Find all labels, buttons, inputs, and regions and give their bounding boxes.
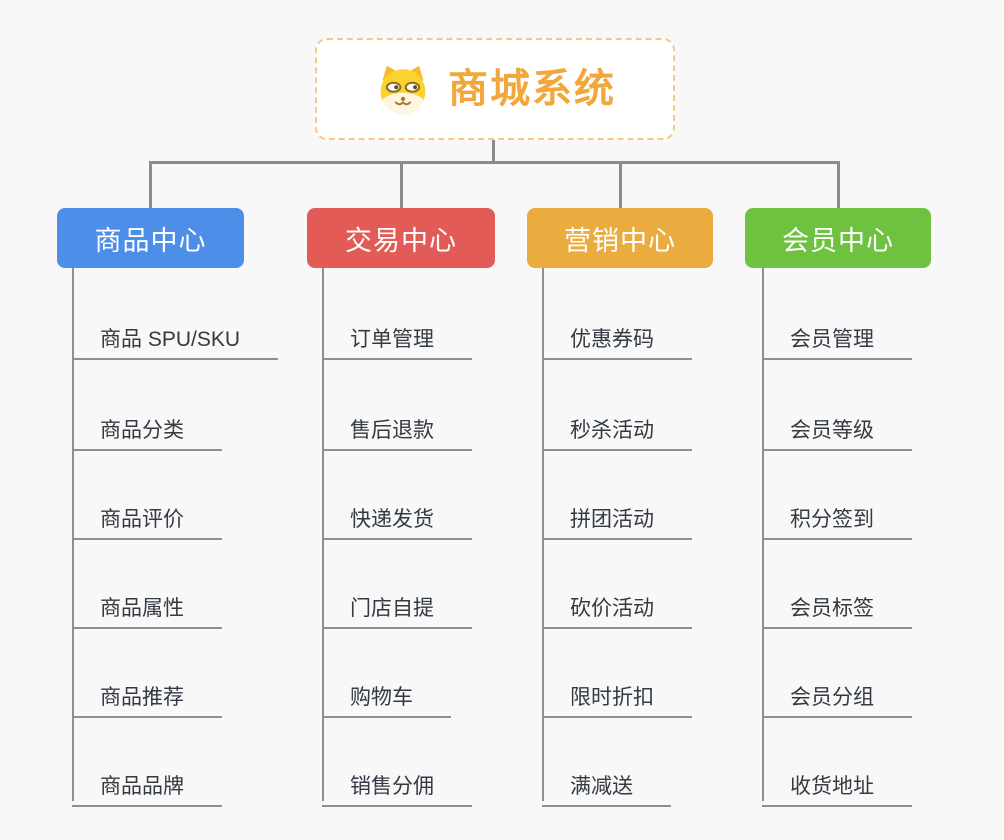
leaf-node[interactable]: 会员标签 xyxy=(762,576,912,629)
root-connector-line xyxy=(492,140,495,163)
leaf-node[interactable]: 会员分组 xyxy=(762,665,912,718)
leaf-node[interactable]: 快递发货 xyxy=(322,487,472,540)
leaf-node[interactable]: 购物车 xyxy=(322,665,451,718)
branch-label: 会员中心 xyxy=(782,225,894,256)
leaf-node[interactable]: 砍价活动 xyxy=(542,576,692,629)
leaf-node[interactable]: 会员等级 xyxy=(762,398,912,451)
leaf-node[interactable]: 优惠券码 xyxy=(542,307,692,360)
branch-node-trade-center[interactable]: 交易中心 xyxy=(307,208,495,268)
branch-drop-line xyxy=(619,163,622,208)
root-title: 商城系统 xyxy=(448,67,616,111)
branch-node-member-center[interactable]: 会员中心 xyxy=(745,208,931,268)
branch-bus-line xyxy=(149,161,840,164)
column-trunk-line xyxy=(322,268,324,801)
leaf-node[interactable]: 积分签到 xyxy=(762,487,912,540)
leaf-node[interactable]: 商品 SPU/SKU xyxy=(72,307,279,360)
branch-node-marketing-center[interactable]: 营销中心 xyxy=(527,208,713,268)
leaf-node[interactable]: 收货地址 xyxy=(762,754,912,807)
leaf-node[interactable]: 拼团活动 xyxy=(542,487,692,540)
leaf-node[interactable]: 商品品牌 xyxy=(72,754,222,807)
leaf-node[interactable]: 限时折扣 xyxy=(542,665,692,718)
column-trunk-line xyxy=(542,268,544,801)
leaf-node[interactable]: 商品推荐 xyxy=(72,665,222,718)
leaf-node[interactable]: 商品属性 xyxy=(72,576,222,629)
doge-icon xyxy=(380,65,426,115)
root-node[interactable]: 商城系统 xyxy=(315,38,675,140)
column-trunk-line xyxy=(762,268,764,801)
branch-label: 商品中心 xyxy=(94,225,207,256)
leaf-node[interactable]: 销售分佣 xyxy=(322,754,472,807)
branch-label: 营销中心 xyxy=(564,225,676,256)
leaf-node[interactable]: 商品分类 xyxy=(72,398,222,451)
leaf-node[interactable]: 满减送 xyxy=(542,754,671,807)
leaf-node[interactable]: 商品评价 xyxy=(72,487,222,540)
leaf-node[interactable]: 订单管理 xyxy=(322,307,472,360)
branch-drop-line xyxy=(837,163,840,208)
leaf-node[interactable]: 会员管理 xyxy=(762,307,912,360)
branch-node-product-center[interactable]: 商品中心 xyxy=(57,208,244,268)
leaf-node[interactable]: 秒杀活动 xyxy=(542,398,692,451)
leaf-node[interactable]: 门店自提 xyxy=(322,576,472,629)
leaf-node[interactable]: 售后退款 xyxy=(322,398,472,451)
branch-label: 交易中心 xyxy=(345,225,457,256)
column-trunk-line xyxy=(72,268,74,801)
branch-drop-line xyxy=(400,163,403,208)
branch-drop-line xyxy=(149,163,152,208)
